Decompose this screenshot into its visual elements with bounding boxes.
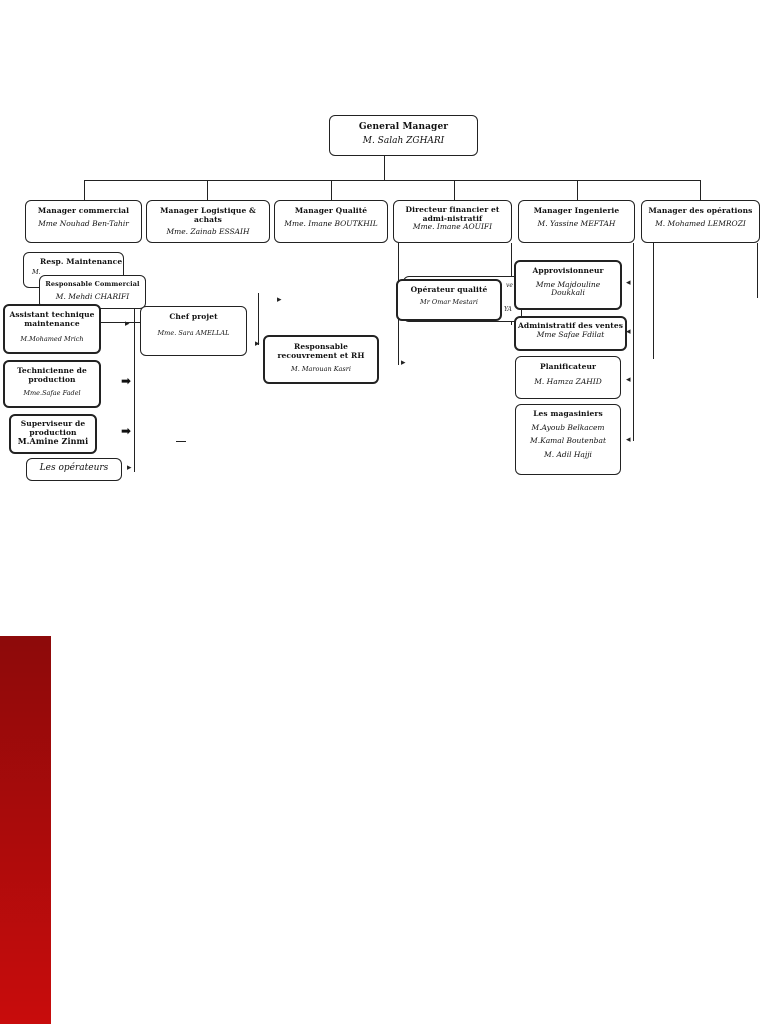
technicienne-box: Technicienne de production Mme.Safae Fad… bbox=[3, 360, 101, 408]
general-manager-box: General Manager M. Salah ZGHARI bbox=[329, 115, 478, 156]
manager-commercial-title: Manager commercial bbox=[37, 206, 130, 215]
operateur-qualite-box: Opérateur qualité Mr Omar Mestari bbox=[396, 279, 502, 321]
responsable-commercial-box: Responsable Commercial M. Mehdi CHARIFI bbox=[39, 275, 146, 309]
arrow-magasiniers: ◂ bbox=[626, 435, 631, 445]
resp-recouvrement-box: Responsable recouvrement et RH M. Maroua… bbox=[263, 335, 379, 384]
manager-qualite-title: Manager Qualité bbox=[294, 206, 368, 215]
drop-line-4 bbox=[454, 180, 455, 200]
manager-logistique-name: Mme. Zainab ESSAIH bbox=[166, 227, 250, 237]
drop-line-1 bbox=[84, 180, 85, 200]
magasinier-name: M. Adil Hajji bbox=[544, 449, 592, 459]
drop-line-3 bbox=[331, 180, 332, 200]
resp-maintenance-title: Resp. Maintenance bbox=[40, 257, 123, 266]
resp-recouvrement-title: Responsable recouvrement et RH bbox=[277, 342, 365, 360]
manager-ingenierie-name: M. Yassine MEFTAH bbox=[537, 218, 616, 228]
directeur-financier-name: Mme. Imane AOUIFI bbox=[412, 222, 493, 232]
directeur-financier-box: Directeur financier et admi-nistratif Mm… bbox=[393, 200, 512, 243]
left-vertical-line bbox=[134, 300, 135, 472]
planificateur-box: Planificateur M. Hamza ZAHID bbox=[515, 356, 621, 399]
manager-commercial-name: Mme Nouhad Ben-Tahir bbox=[38, 218, 129, 228]
arrow-center-1: ▸ bbox=[277, 295, 282, 305]
engineering-vertical-line bbox=[633, 243, 634, 441]
magasiniers-title: Les magasiniers bbox=[533, 409, 603, 418]
operateurs-label: Les opérateurs bbox=[39, 463, 109, 473]
planificateur-name: M. Hamza ZAHID bbox=[534, 376, 602, 386]
red-side-bar bbox=[0, 636, 51, 1024]
arrow-approvisionneur: ◂ bbox=[626, 278, 631, 288]
arrow-center-2: ▸ bbox=[255, 339, 260, 349]
arrow-assistant: ▸ bbox=[125, 319, 130, 329]
administratif-ventes-box: Administratif des ventes Mme Safae Fdila… bbox=[514, 316, 627, 351]
responsable-commercial-title: Responsable Commercial bbox=[45, 280, 140, 288]
drop-line-2 bbox=[207, 180, 208, 200]
arrow-finance-2: ▸ bbox=[401, 358, 406, 368]
manager-operations-title: Manager des opérations bbox=[648, 206, 753, 215]
operations-line-2 bbox=[757, 243, 758, 298]
manager-operations-name: M. Mohamed LEMROZI bbox=[655, 218, 746, 228]
drop-line-5 bbox=[577, 180, 578, 200]
chef-vertical-line bbox=[258, 293, 259, 345]
superviseur-box: Superviseur de production M.Amine Zinmi bbox=[9, 414, 97, 454]
gm-down-line bbox=[384, 156, 385, 180]
manager-qualite-box: Manager Qualité Mme. Imane BOUTKHIL bbox=[274, 200, 388, 243]
arrow-technicienne: ➡ bbox=[121, 374, 132, 388]
general-manager-title: General Manager bbox=[358, 122, 449, 132]
arrow-superviseur: ➡ bbox=[121, 424, 132, 438]
administratif-ventes-name: Mme Safae Fdilat bbox=[536, 329, 605, 339]
arrow-planificateur: ◂ bbox=[626, 375, 631, 385]
managers-bus-line bbox=[84, 180, 700, 181]
chef-projet-box: Chef projet Mme. Sara AMELLAL bbox=[140, 306, 247, 356]
operations-line-1 bbox=[653, 243, 654, 359]
arrow-operateurs: ▸ bbox=[127, 463, 132, 473]
technicienne-name: Mme.Safae Fadel bbox=[23, 389, 81, 398]
arrow-administratif: ◂ bbox=[626, 327, 631, 337]
approvisionneur-box: Approvisionneur Mme Majdouline Doukkali bbox=[514, 260, 622, 310]
resp-maintenance-name: M. bbox=[32, 267, 41, 276]
responsable-commercial-name: M. Mehdi CHARIFI bbox=[55, 292, 130, 302]
operateur-qualite-title: Opérateur qualité bbox=[410, 285, 488, 294]
assistant-technique-name: M.Mohamed Mrich bbox=[20, 335, 84, 344]
superviseur-name: M.Amine Zinmi bbox=[17, 436, 89, 447]
administratif-ventes-title: Administratif des ventes bbox=[517, 321, 624, 330]
chef-projet-name: Mme. Sara AMELLAL bbox=[157, 328, 230, 337]
operateurs-box: Les opérateurs bbox=[26, 458, 122, 481]
manager-commercial-box: Manager commercial Mme Nouhad Ben-Tahir bbox=[25, 200, 142, 243]
magasinier-name: M.Kamal Boutenbat bbox=[530, 436, 606, 446]
general-manager-name: M. Salah ZGHARI bbox=[362, 136, 445, 147]
manager-qualite-name: Mme. Imane BOUTKHIL bbox=[284, 218, 378, 228]
finance-fragment-a: ve bbox=[506, 282, 513, 289]
superviseur-title: Superviseur de production bbox=[20, 419, 86, 437]
manager-ingenierie-title: Manager Ingenierie bbox=[533, 206, 620, 215]
approvisionneur-name: Mme Majdouline Doukkali bbox=[535, 279, 601, 298]
assistant-technique-title: Assistant technique maintenance bbox=[9, 310, 95, 328]
operateur-qualite-name: Mr Omar Mestari bbox=[420, 297, 478, 306]
technicienne-title: Technicienne de production bbox=[17, 366, 87, 384]
assistant-technique-box: Assistant technique maintenance M.Mohame… bbox=[3, 304, 101, 354]
directeur-financier-title: Directeur financier et admi-nistratif bbox=[405, 205, 500, 223]
manager-logistique-box: Manager Logistique & achats Mme. Zainab … bbox=[146, 200, 270, 243]
approvisionneur-title: Approvisionneur bbox=[532, 266, 604, 275]
chef-projet-title: Chef projet bbox=[169, 312, 218, 321]
magasinier-name: M.Ayoub Belkacem bbox=[531, 422, 605, 432]
assistant-link-line bbox=[101, 322, 141, 323]
drop-line-6 bbox=[700, 180, 701, 200]
manager-logistique-title: Manager Logistique & achats bbox=[160, 206, 256, 224]
planificateur-title: Planificateur bbox=[539, 362, 597, 371]
manager-ingenierie-box: Manager Ingenierie M. Yassine MEFTAH bbox=[518, 200, 635, 243]
resp-recouvrement-name: M. Marouan Kasri bbox=[291, 365, 351, 374]
finance-fragment-b: YA bbox=[504, 306, 512, 313]
magasiniers-box: Les magasiniers M.Ayoub Belkacem M.Kamal… bbox=[515, 404, 621, 475]
manager-operations-box: Manager des opérations M. Mohamed LEMROZ… bbox=[641, 200, 760, 243]
stray-dash bbox=[176, 441, 186, 442]
